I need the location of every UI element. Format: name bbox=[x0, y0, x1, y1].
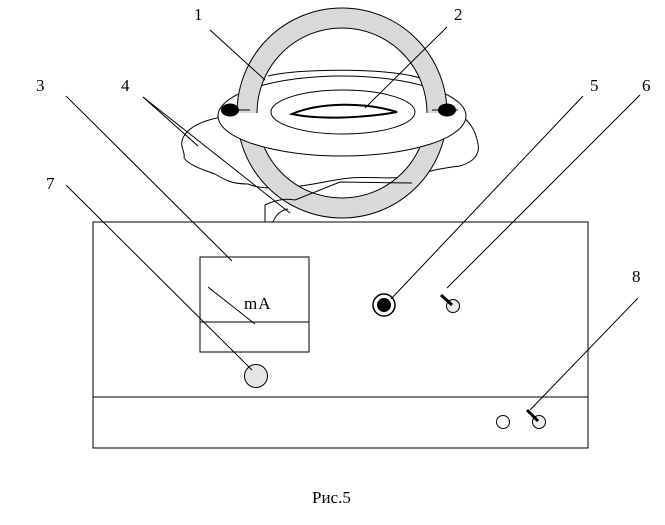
input-jack bbox=[377, 298, 391, 312]
callout-1: 1 bbox=[194, 5, 203, 24]
callout-2: 2 bbox=[454, 5, 463, 24]
callout-4: 4 bbox=[121, 76, 130, 95]
milliammeter-unit: mA bbox=[244, 294, 272, 313]
power-lever-8 bbox=[525, 408, 540, 423]
instrument-box: mA bbox=[92, 221, 589, 449]
ring-back-fill bbox=[237, 112, 447, 218]
leader-meter-needle bbox=[207, 286, 256, 325]
callout-5: 5 bbox=[590, 76, 599, 95]
leader-3 bbox=[65, 95, 233, 262]
right-terminal bbox=[438, 103, 456, 117]
connecting-cable bbox=[264, 181, 413, 222]
leader-1 bbox=[209, 29, 266, 81]
callout-labels: 1 2 3 4 5 6 7 8 bbox=[36, 5, 651, 286]
ring-inner-arc bbox=[267, 69, 421, 79]
leader-4a bbox=[142, 96, 291, 214]
figure-caption: Рис.5 bbox=[312, 488, 351, 507]
connecting-cable-edge bbox=[272, 208, 289, 223]
leader-lines bbox=[65, 26, 641, 411]
left-terminal bbox=[221, 103, 239, 117]
lens-element bbox=[288, 103, 398, 119]
sensor-head bbox=[181, 7, 479, 223]
leader-7 bbox=[65, 184, 253, 371]
leader-5 bbox=[390, 95, 584, 300]
leader-4b bbox=[142, 96, 199, 147]
leader-2 bbox=[364, 26, 448, 109]
leader-8 bbox=[529, 297, 639, 411]
callout-7: 7 bbox=[46, 174, 55, 193]
indicator-lamp bbox=[496, 415, 510, 429]
leader-6 bbox=[446, 94, 641, 289]
instrument-housing bbox=[92, 221, 589, 449]
ring-front-fill bbox=[237, 8, 447, 114]
callout-6: 6 bbox=[642, 76, 651, 95]
callout-8: 8 bbox=[632, 267, 641, 286]
toggle-lever-6 bbox=[439, 293, 454, 307]
callout-3: 3 bbox=[36, 76, 45, 95]
adjust-knob bbox=[244, 364, 268, 388]
